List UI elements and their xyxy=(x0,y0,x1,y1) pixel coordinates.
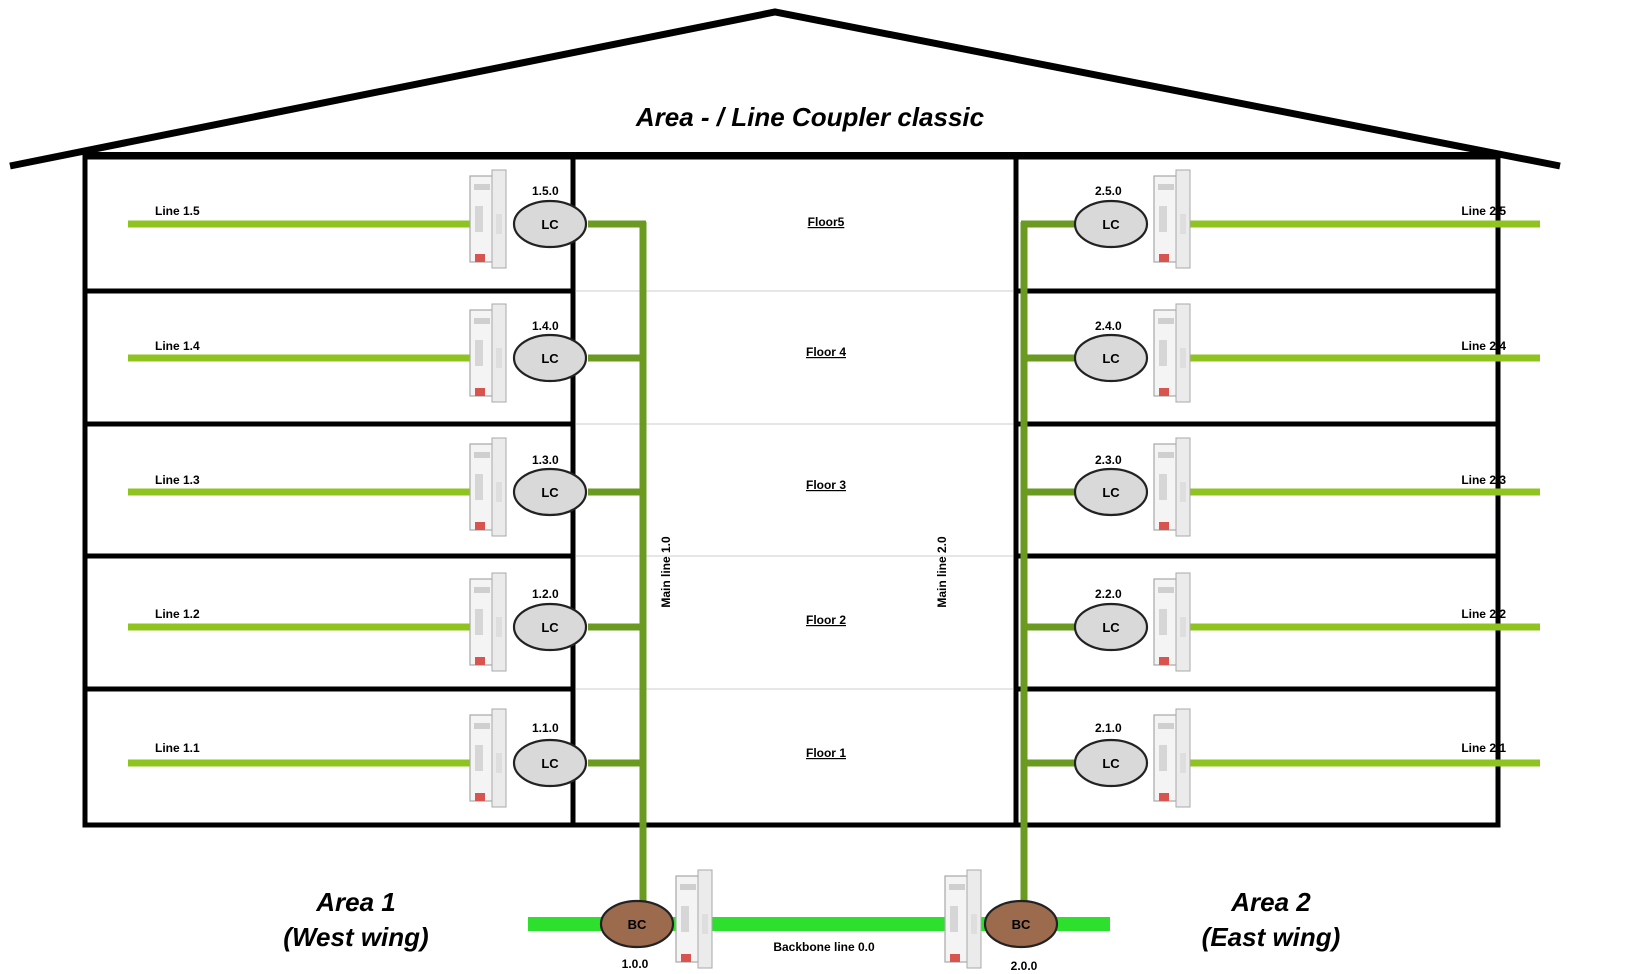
lc-symbol-label: LC xyxy=(1102,351,1120,366)
bc-address-1: 1.0.0 xyxy=(622,957,649,971)
backbone-coupler-device-2 xyxy=(944,869,982,969)
lc-address: 2.3.0 xyxy=(1095,453,1122,467)
bc-symbol-2-label: BC xyxy=(1012,917,1031,932)
lc-symbol-label: LC xyxy=(541,485,559,500)
line-coupler-device xyxy=(1153,169,1191,269)
line-coupler-device xyxy=(1153,437,1191,537)
line-coupler-device xyxy=(469,303,507,403)
floor-label: Floor 1 xyxy=(806,746,846,760)
line-name: Line 1.5 xyxy=(155,204,200,218)
lc-symbol-label: LC xyxy=(1102,756,1120,771)
lc-address: 1.3.0 xyxy=(532,453,559,467)
floor-label: Floor 4 xyxy=(806,345,846,359)
area-2-subtitle: (East wing) xyxy=(1202,922,1341,952)
bc-symbol-1 xyxy=(599,899,675,949)
line-name: Line 2.1 xyxy=(1461,741,1506,755)
lc-symbol xyxy=(1073,199,1149,249)
lc-symbol xyxy=(1073,602,1149,652)
bc-symbol-2 xyxy=(983,899,1059,949)
lc-address: 1.1.0 xyxy=(532,721,559,735)
line-name: Line 2.5 xyxy=(1461,204,1506,218)
line-coupler-device xyxy=(469,572,507,672)
lc-symbol xyxy=(1073,738,1149,788)
lc-address: 2.1.0 xyxy=(1095,721,1122,735)
line-name: Line 2.3 xyxy=(1461,473,1506,487)
lc-symbol-label: LC xyxy=(541,756,559,771)
lc-address: 2.4.0 xyxy=(1095,319,1122,333)
lc-address: 2.5.0 xyxy=(1095,184,1122,198)
lc-symbol-label: LC xyxy=(541,620,559,635)
lc-symbol xyxy=(512,467,588,517)
lc-address: 1.4.0 xyxy=(532,319,559,333)
diagram-title: Area - / Line Coupler classic xyxy=(635,102,985,132)
lc-symbol xyxy=(512,199,588,249)
lc-symbol xyxy=(512,738,588,788)
line-name: Line 1.3 xyxy=(155,473,200,487)
backbone-label: Backbone line 0.0 xyxy=(773,940,875,954)
bc-symbol-1-label: BC xyxy=(628,917,647,932)
area-1-subtitle: (West wing) xyxy=(283,922,428,952)
line-name: Line 1.1 xyxy=(155,741,200,755)
line-name: Line 2.4 xyxy=(1461,339,1506,353)
line-coupler-device xyxy=(469,437,507,537)
devices xyxy=(469,169,1191,969)
building-frame xyxy=(9,8,1561,828)
lc-address: 2.2.0 xyxy=(1095,587,1122,601)
line-coupler-device xyxy=(1153,708,1191,808)
line-name: Line 2.2 xyxy=(1461,607,1506,621)
lc-symbol-label: LC xyxy=(1102,620,1120,635)
line-name: Line 1.2 xyxy=(155,607,200,621)
backbone-coupler-device-1 xyxy=(675,869,713,969)
lc-address: 1.5.0 xyxy=(532,184,559,198)
lc-symbol-label: LC xyxy=(1102,485,1120,500)
line-coupler-device xyxy=(469,708,507,808)
line-coupler-device xyxy=(1153,303,1191,403)
lc-symbol xyxy=(512,602,588,652)
floor-label: Floor 3 xyxy=(806,478,846,492)
lc-symbol-label: LC xyxy=(541,351,559,366)
lc-symbol-label: LC xyxy=(1102,217,1120,232)
lc-symbol xyxy=(1073,467,1149,517)
lc-symbol xyxy=(512,333,588,383)
line-name: Line 1.4 xyxy=(155,339,200,353)
area-2-title: Area 2 xyxy=(1230,887,1311,917)
bc-address-2: 2.0.0 xyxy=(1011,959,1038,973)
roof xyxy=(9,8,1561,170)
floor-label: Floor5 xyxy=(808,215,845,229)
lc-symbol xyxy=(1073,333,1149,383)
lc-symbol-label: LC xyxy=(541,217,559,232)
main-line-1-label: Main line 1.0 xyxy=(659,536,673,608)
main-line-2-label: Main line 2.0 xyxy=(935,536,949,608)
area-1-title: Area 1 xyxy=(315,887,396,917)
line-coupler-device xyxy=(1153,572,1191,672)
bus-lines xyxy=(128,220,1540,931)
line-coupler-device xyxy=(469,169,507,269)
floor-label: Floor 2 xyxy=(806,613,846,627)
lc-address: 1.2.0 xyxy=(532,587,559,601)
